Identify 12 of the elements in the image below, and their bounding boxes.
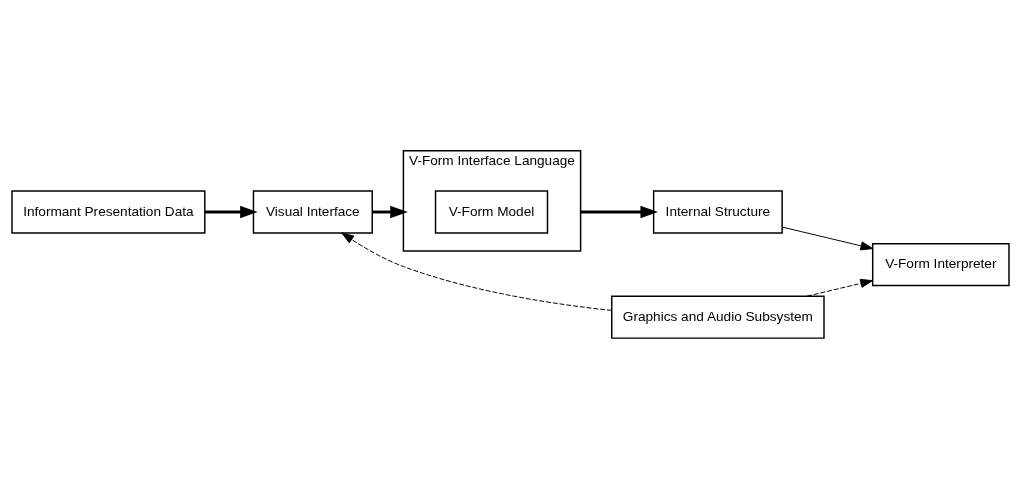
arrow bbox=[341, 231, 613, 311]
arrow bbox=[372, 205, 408, 218]
arrow bbox=[205, 205, 258, 218]
node-box: Visual Interface bbox=[252, 189, 373, 234]
node-box: Internal Structure bbox=[652, 189, 783, 234]
arrow bbox=[806, 278, 873, 297]
node-box: V-Form Model bbox=[434, 189, 549, 234]
node-box: V-Form Interpreter bbox=[871, 242, 1010, 286]
node-box: Graphics and Audio Subsystem bbox=[611, 295, 825, 339]
arrow bbox=[781, 226, 874, 250]
arrow bbox=[580, 205, 658, 218]
node-box: Informant Presentation Data bbox=[11, 189, 206, 234]
